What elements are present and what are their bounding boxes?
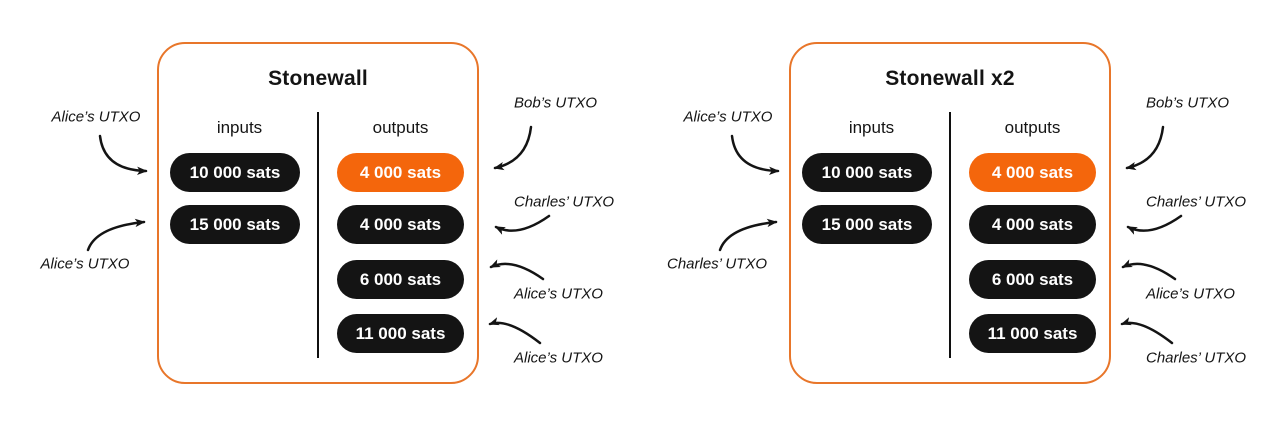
arrow-output-2 xyxy=(1121,259,1177,281)
arrow-input-0 xyxy=(98,134,148,175)
outputs-column-header: outputs xyxy=(1004,118,1061,137)
utxo-label-output-2: Alice’s UTXO xyxy=(514,285,603,303)
utxo-label-input-1: Alice’s UTXO xyxy=(40,255,130,273)
input-pill: 10 000 sats xyxy=(170,153,300,192)
output-pill: 6 000 sats xyxy=(969,260,1096,299)
arrow-input-0 xyxy=(730,134,780,175)
stonewall-diagram: Stonewall inputs outputs 10 000 sats 15 … xyxy=(40,42,615,384)
outputs-column-header: outputs xyxy=(372,118,429,137)
utxo-label-output-3: Charles’ UTXO xyxy=(1146,349,1247,367)
transaction-box: Stonewall inputs outputs 10 000 sats 15 … xyxy=(157,42,479,384)
arrow-output-3 xyxy=(1120,317,1174,345)
utxo-label-input-0: Alice’s UTXO xyxy=(683,108,773,126)
output-pill: 4 000 sats xyxy=(969,205,1096,244)
arrow-output-0 xyxy=(493,125,533,171)
utxo-label-output-1: Charles’ UTXO xyxy=(514,193,615,211)
input-pill: 15 000 sats xyxy=(170,205,300,244)
output-pill: 6 000 sats xyxy=(337,260,464,299)
column-divider xyxy=(949,112,951,358)
output-pill: 4 000 sats xyxy=(337,205,464,244)
utxo-label-output-3: Alice’s UTXO xyxy=(514,349,603,367)
inputs-column-header: inputs xyxy=(216,118,263,137)
output-pill: 4 000 sats xyxy=(969,153,1096,192)
utxo-label-output-2: Alice’s UTXO xyxy=(1146,285,1235,303)
output-pill: 11 000 sats xyxy=(337,314,464,353)
inputs-column-header: inputs xyxy=(848,118,895,137)
arrow-output-1 xyxy=(1126,214,1183,235)
column-divider xyxy=(317,112,319,358)
arrow-output-3 xyxy=(488,317,542,345)
arrow-input-1 xyxy=(86,218,146,252)
utxo-label-output-0: Bob’s UTXO xyxy=(1146,94,1230,112)
stonewall-x2-diagram: Stonewall x2 inputs outputs 10 000 sats … xyxy=(632,0,1280,426)
output-pill: 4 000 sats xyxy=(337,153,464,192)
arrow-output-2 xyxy=(489,259,545,281)
input-pill: 10 000 sats xyxy=(802,153,932,192)
input-pill: 15 000 sats xyxy=(802,205,932,244)
utxo-label-input-1: Charles’ UTXO xyxy=(666,255,768,273)
diagram-title: Stonewall xyxy=(268,67,368,90)
utxo-label-output-0: Bob’s UTXO xyxy=(514,94,598,112)
transaction-box: Stonewall x2 inputs outputs 10 000 sats … xyxy=(789,42,1111,384)
output-pill: 11 000 sats xyxy=(969,314,1096,353)
arrow-input-1 xyxy=(718,218,778,252)
arrow-output-0 xyxy=(1125,125,1165,171)
utxo-label-input-0: Alice’s UTXO xyxy=(51,108,141,126)
utxo-label-output-1: Charles’ UTXO xyxy=(1146,193,1247,211)
diagram-title: Stonewall x2 xyxy=(885,67,1015,90)
arrow-output-1 xyxy=(494,214,551,235)
